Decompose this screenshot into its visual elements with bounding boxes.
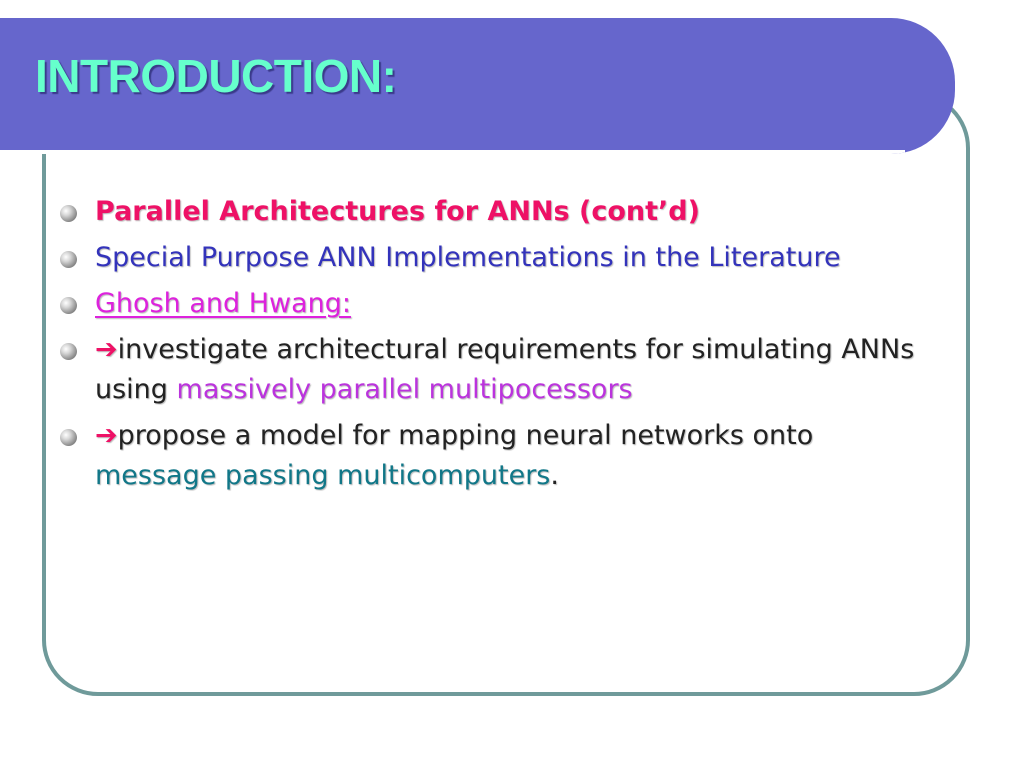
bullet-text: investigate architectural requirements f…	[95, 334, 915, 405]
bullet-item: Parallel Architectures for ANNs (cont’d)	[58, 192, 938, 232]
content-frame	[42, 92, 970, 696]
bullet-text: Special Purpose ANN Implementations in t…	[95, 242, 841, 273]
bullet-dot-icon	[60, 429, 77, 446]
arrow-right-icon: ➔	[95, 420, 118, 451]
bullet-list: Parallel Architectures for ANNs (cont’d)…	[58, 192, 938, 502]
bullet-text: propose a model for mapping neural netwo…	[117, 420, 814, 451]
bullet-dot-icon	[60, 343, 77, 360]
bullet-dot-icon	[60, 251, 77, 268]
bullet-item: Ghosh and Hwang:	[58, 284, 938, 324]
bullet-punctuation: .	[550, 460, 559, 491]
bullet-item: ➔investigate architectural requirements …	[58, 330, 938, 410]
bullet-item: Special Purpose ANN Implementations in t…	[58, 238, 938, 278]
title-underline-rule	[0, 150, 905, 154]
bullet-text: Parallel Architectures for ANNs (cont’d)	[95, 196, 700, 227]
bullet-item: ➔propose a model for mapping neural netw…	[58, 416, 938, 496]
bullet-highlight-text: massively parallel multipocessors	[176, 374, 633, 405]
bullet-link-text[interactable]: Ghosh and Hwang:	[95, 288, 351, 319]
arrow-right-icon: ➔	[95, 334, 118, 365]
bullet-dot-icon	[60, 205, 77, 222]
title-banner	[0, 18, 955, 154]
bullet-dot-icon	[60, 297, 77, 314]
slide-title: INTRODUCTION:	[35, 50, 397, 102]
bullet-highlight-text: message passing multicomputers	[95, 460, 551, 491]
